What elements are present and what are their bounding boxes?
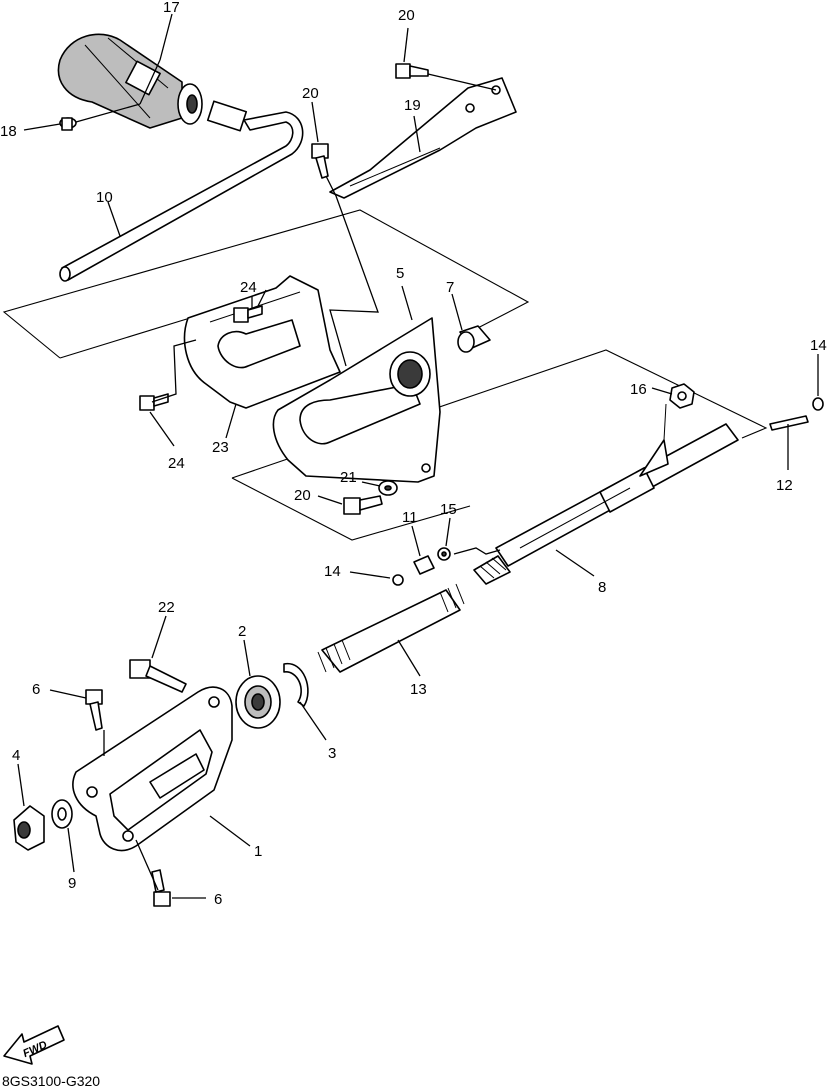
callout-6-upper: 6 (32, 681, 40, 698)
callout-23: 23 (212, 439, 229, 456)
fwd-arrow-icon: FWD (3, 1025, 65, 1065)
part-5-cover-plate (272, 317, 441, 483)
part-15-washer (437, 547, 451, 561)
callout-24-lower: 24 (168, 455, 185, 472)
callout-3: 3 (328, 745, 336, 762)
part-16-nut (669, 383, 695, 409)
part-23-guide-plate (183, 275, 341, 409)
diagram-code: 8GS3100-G320 (2, 1073, 100, 1089)
part-7-washer (51, 799, 73, 829)
part-24-bolt-lower (139, 393, 169, 411)
callout-8: 8 (598, 579, 606, 596)
part-20-bolt-lower (343, 495, 383, 515)
part-6-bolt-upper (85, 689, 103, 731)
callout-22: 22 (158, 599, 175, 616)
callout-14-left: 14 (324, 563, 341, 580)
part-10-handle-rod (59, 100, 304, 282)
assembly-plane-upper (2, 209, 530, 359)
part-1-holder-bracket (72, 686, 233, 852)
part-24-bolt-upper (233, 305, 263, 323)
part-14-clip-right (812, 397, 824, 411)
callout-17: 17 (163, 0, 180, 16)
callout-2: 2 (238, 623, 246, 640)
part-6-bolt-lower (151, 869, 171, 907)
part-8-shaft (473, 403, 739, 585)
leader-lines (17, 13, 819, 899)
callout-24-upper: 24 (240, 279, 257, 296)
callout-labels: 17 18 20 19 20 10 24 5 7 24 23 21 20 14 … (0, 0, 827, 908)
callout-16: 16 (630, 381, 647, 398)
part-12-pin (413, 555, 435, 575)
part-2-bearing (235, 675, 281, 729)
part-22-bolt (129, 659, 187, 693)
callout-21: 21 (340, 469, 357, 486)
part-20-bolt-top (395, 63, 429, 79)
callout-9: 7 (446, 279, 454, 296)
part-4-nut (13, 805, 45, 851)
part-9-collar (457, 325, 491, 353)
callout-20-top: 20 (398, 7, 415, 24)
callout-11: 13 (410, 681, 427, 698)
callout-18: 18 (0, 123, 17, 140)
callout-20-lower: 20 (294, 487, 311, 504)
callout-6-lower: 6 (214, 891, 222, 908)
callout-10: 10 (96, 189, 113, 206)
callout-20-mid: 20 (302, 85, 319, 102)
part-11-spring (317, 583, 465, 673)
callout-19: 19 (404, 97, 421, 114)
callout-5: 5 (396, 265, 404, 282)
callout-4: 4 (12, 747, 20, 764)
part-3-circlip (283, 663, 309, 707)
callout-13: 12 (776, 477, 793, 494)
callout-12: 11 (402, 509, 418, 526)
part-18-screw (59, 117, 77, 131)
part-13-pin (769, 415, 809, 431)
callout-7: 9 (68, 875, 76, 892)
part-20-bolt-mid (311, 143, 329, 179)
part-14-clip-left (392, 574, 404, 586)
callout-15: 15 (440, 501, 457, 518)
part-17-handle-grip (57, 33, 203, 129)
part-19-bracket (329, 77, 517, 199)
callout-1: 1 (254, 843, 262, 860)
callout-14-right: 14 (810, 337, 827, 354)
part-21-washer (378, 480, 398, 496)
